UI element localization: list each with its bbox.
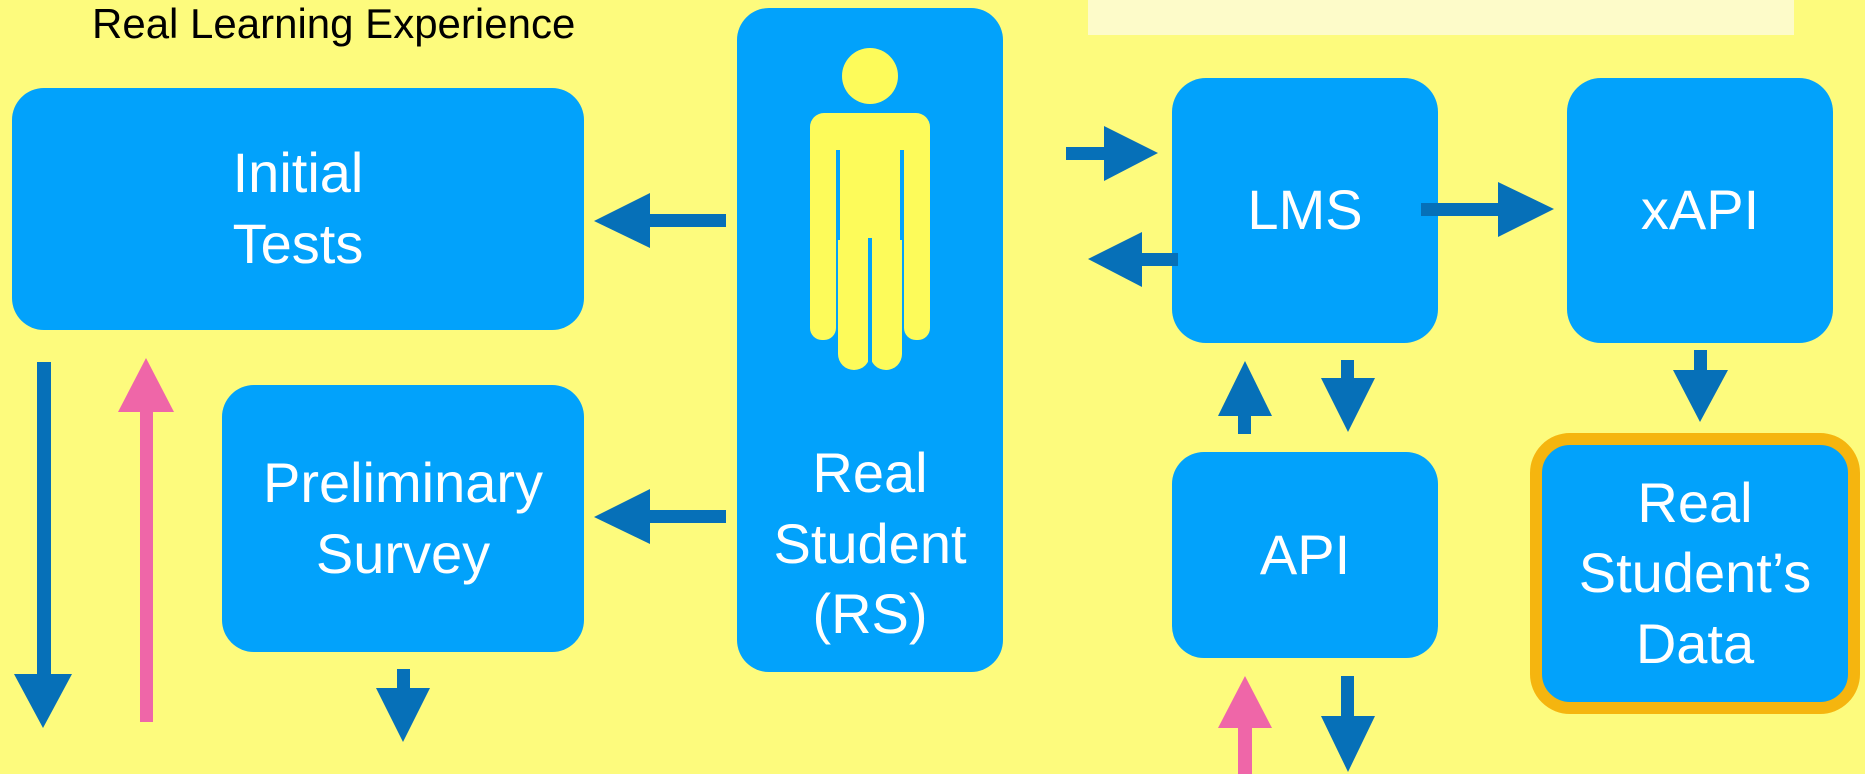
arrow-rs-to-initial-tests <box>594 193 726 248</box>
arrow-left-down <box>14 362 72 728</box>
arrow-lms-to-api <box>1321 360 1375 432</box>
arrow-survey-down <box>376 669 430 742</box>
arrow-rs-to-preliminary-survey <box>594 489 726 544</box>
arrow-lms-to-rs <box>1088 232 1178 287</box>
person-icon <box>810 48 930 370</box>
real-student-line-1: Real <box>812 441 928 504</box>
real-students-data-line-2: Student’s <box>1578 541 1812 605</box>
lms-label: LMS <box>1247 178 1363 242</box>
xapi-label: xAPI <box>1640 178 1760 242</box>
arrow-api-to-lms <box>1218 361 1272 434</box>
real-student-line-2: Student <box>773 511 967 575</box>
real-students-data-line-3: Data <box>1635 611 1755 675</box>
initial-tests-line-2: Tests <box>232 212 364 275</box>
arrow-api-down <box>1321 676 1375 772</box>
note-panel <box>1088 0 1794 35</box>
preliminary-survey-line-2: Survey <box>315 521 491 585</box>
arrow-pink-into-api <box>1218 676 1272 774</box>
initial-tests-line-1: Initial <box>232 141 364 205</box>
person-icon-details <box>836 150 904 370</box>
xapi-box: xAPI <box>1567 78 1833 343</box>
arrow-left-pink-up <box>118 358 174 722</box>
diagram-heading: Real Learning Experience <box>92 0 576 47</box>
initial-tests-box: Initial Tests <box>12 88 584 330</box>
real-students-data-line-1: Real <box>1637 470 1753 534</box>
real-student-line-3: (RS) <box>812 582 928 646</box>
real-students-data-box: Real Student’s Data <box>1530 433 1860 714</box>
api-label: API <box>1259 522 1351 586</box>
preliminary-survey-box: Preliminary Survey <box>222 385 584 652</box>
api-box: API <box>1172 452 1438 658</box>
preliminary-survey-line-1: Preliminary <box>262 450 544 514</box>
arrow-rs-to-lms <box>1066 126 1158 181</box>
arrow-lms-to-xapi <box>1421 182 1554 237</box>
arrow-xapi-to-data <box>1673 350 1728 422</box>
lms-box: LMS <box>1172 78 1438 343</box>
